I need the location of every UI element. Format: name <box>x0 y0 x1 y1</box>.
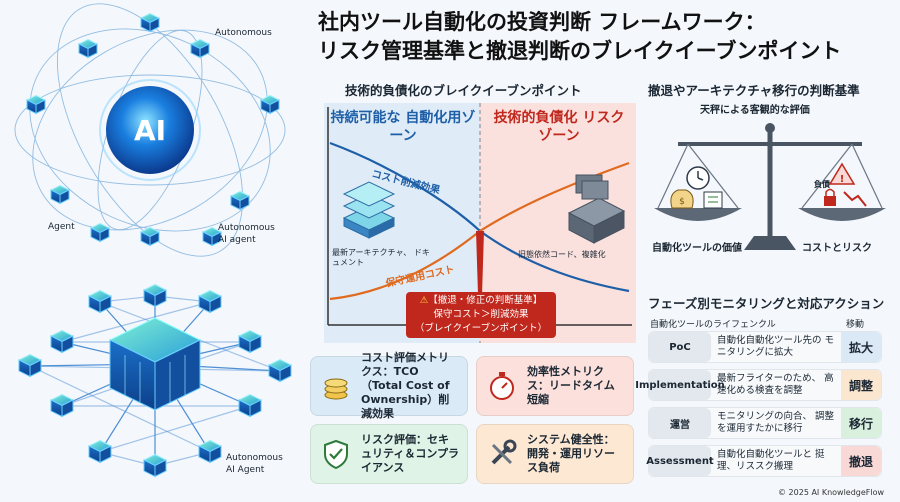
metric-text: コスト評価メトリクス：TCO（Total Cost of Ownership）削… <box>361 351 450 420</box>
phase-name: PoC <box>649 332 711 362</box>
phase-heading: フェーズ別モニタリングと対応アクション <box>648 296 885 311</box>
metric-card: リスク評価：セキュリティ＆コンプライアンス <box>310 424 468 484</box>
phase-description: 自動化自動化ツールと 挺理、リススク搬理 <box>717 449 825 472</box>
breakeven-callout: ⚠【撤退・修正の判断基準】 保守コスト＞削減効果 （ブレイクイーブンポイント） <box>406 292 556 338</box>
node-cube <box>77 38 99 59</box>
coins-icon <box>319 369 353 403</box>
ai-network-illustration: AI <box>14 3 293 478</box>
node-cube <box>139 12 161 33</box>
label-agent: Agent <box>48 222 75 232</box>
svg-text:AI: AI <box>134 114 166 147</box>
shield-check-icon <box>319 437 353 471</box>
ai-sphere <box>106 86 194 174</box>
label-autonomous: Autonomous <box>215 28 272 38</box>
node-cube <box>189 38 211 59</box>
svg-text:!: ! <box>840 174 845 185</box>
phase-action: 移行 <box>841 408 881 438</box>
legacy-code-note: 旧態依然コード、複雑化 <box>518 250 606 259</box>
node-cube <box>87 439 113 464</box>
svg-text:$: $ <box>679 197 685 207</box>
phase-action: 撤退 <box>841 446 881 476</box>
node-cube <box>49 329 75 354</box>
warning-icon: ! <box>828 162 856 185</box>
modern-architecture-note: 最新アーキテクチャ、 ドキュメント <box>332 248 430 267</box>
metric-card: コスト評価メトリクス：TCO（Total Cost of Ownership）削… <box>310 351 468 420</box>
phase-name: Assessment <box>646 446 714 476</box>
node-cube <box>142 453 168 478</box>
phase-action: 調整 <box>841 370 881 400</box>
label-autonomous-ai-agent-bottom: Autonomous AI Agent <box>226 453 283 475</box>
node-cube <box>197 289 223 314</box>
label-autonomous-ai-agent-top: Autonomous AI agent <box>218 223 275 245</box>
node-cube <box>229 190 251 211</box>
node-cube <box>259 94 281 115</box>
metric-text: システム健全性：開発・運用リソース負荷 <box>527 433 615 474</box>
stopwatch-icon <box>485 369 519 403</box>
node-cube <box>25 94 47 115</box>
phase-col-left: 自動化ツールのライフェンクル <box>650 320 776 330</box>
phase-row: PoC 自動化自動化ツール先の モニタリングに拡大拡大 <box>648 331 882 363</box>
lock-icon <box>824 188 836 206</box>
phase-name: 運営 <box>649 408 711 438</box>
metric-text: 効率性メトリクス：リードタイム短縮 <box>527 365 615 406</box>
phase-row: 運営モニタリングの向合、 調整を運用すたかに移行移行 <box>648 407 882 439</box>
footer-copyright: © 2025 AI KnowledgeFlow <box>778 488 885 497</box>
central-cube <box>108 317 202 411</box>
phase-description: 最新フライターのため、 高速化める検査を調整 <box>717 373 834 396</box>
node-cube <box>139 226 161 247</box>
node-cube <box>197 439 223 464</box>
metric-card: システム健全性：開発・運用リソース負荷 <box>476 424 634 484</box>
money-bag-icon: $ <box>670 189 694 209</box>
node-cube <box>237 393 263 418</box>
scale-right-label: コストとリスク <box>802 243 872 254</box>
sustainable-zone-label: 持続可能な 自動化用ゾーン <box>330 110 476 144</box>
checklist-icon <box>703 191 723 209</box>
scale-heading: 撤退やアーキテクチャ移行の判断基準 <box>648 83 860 98</box>
node-cube <box>237 329 263 354</box>
scale-icon: $ ! <box>654 123 886 250</box>
node-cube <box>267 358 293 383</box>
node-cube <box>87 289 113 314</box>
modern-architecture-icon <box>342 181 396 239</box>
metric-text: リスク評価：セキュリティ＆コンプライアンス <box>361 433 460 474</box>
phase-name: Implementation <box>635 370 725 400</box>
warning-icon: ⚠ <box>419 295 429 306</box>
metric-card: 効率性メトリクス：リードタイム短縮 <box>476 356 634 416</box>
breakeven-marker <box>476 231 484 295</box>
chart-heading: 技術的負債化のブレイクイーブンポイント <box>345 83 582 98</box>
debt-risk-zone-label: 技術的負債化 リスクゾーン <box>493 110 625 144</box>
legacy-code-icon <box>567 174 626 244</box>
clock-icon <box>686 166 710 190</box>
node-cube <box>201 226 223 247</box>
node-cube <box>49 393 75 418</box>
phase-description: モニタリングの向合、 調整を運用すたかに移行 <box>717 411 835 434</box>
node-cube <box>17 353 43 378</box>
node-cube <box>49 184 71 205</box>
node-cube <box>142 283 168 308</box>
wrench-icon <box>485 437 519 471</box>
phase-col-right: 移動 <box>846 320 865 330</box>
phase-description: 自動化自動化ツール先の モニタリングに拡大 <box>717 335 835 358</box>
phase-action: 拡大 <box>841 332 881 362</box>
scale-subheading: 天秤による客観的な評価 <box>700 105 810 116</box>
down-trend-icon <box>843 191 867 207</box>
node-cube <box>89 222 111 243</box>
scale-left-label: 自動化ツールの価値 <box>652 243 742 254</box>
right-pan-text: 負債 <box>814 180 830 189</box>
page-title: 社内ツール自動化の投資判断 フレームワーク： リスク管理基準と撤退判断のブレイク… <box>318 10 842 63</box>
